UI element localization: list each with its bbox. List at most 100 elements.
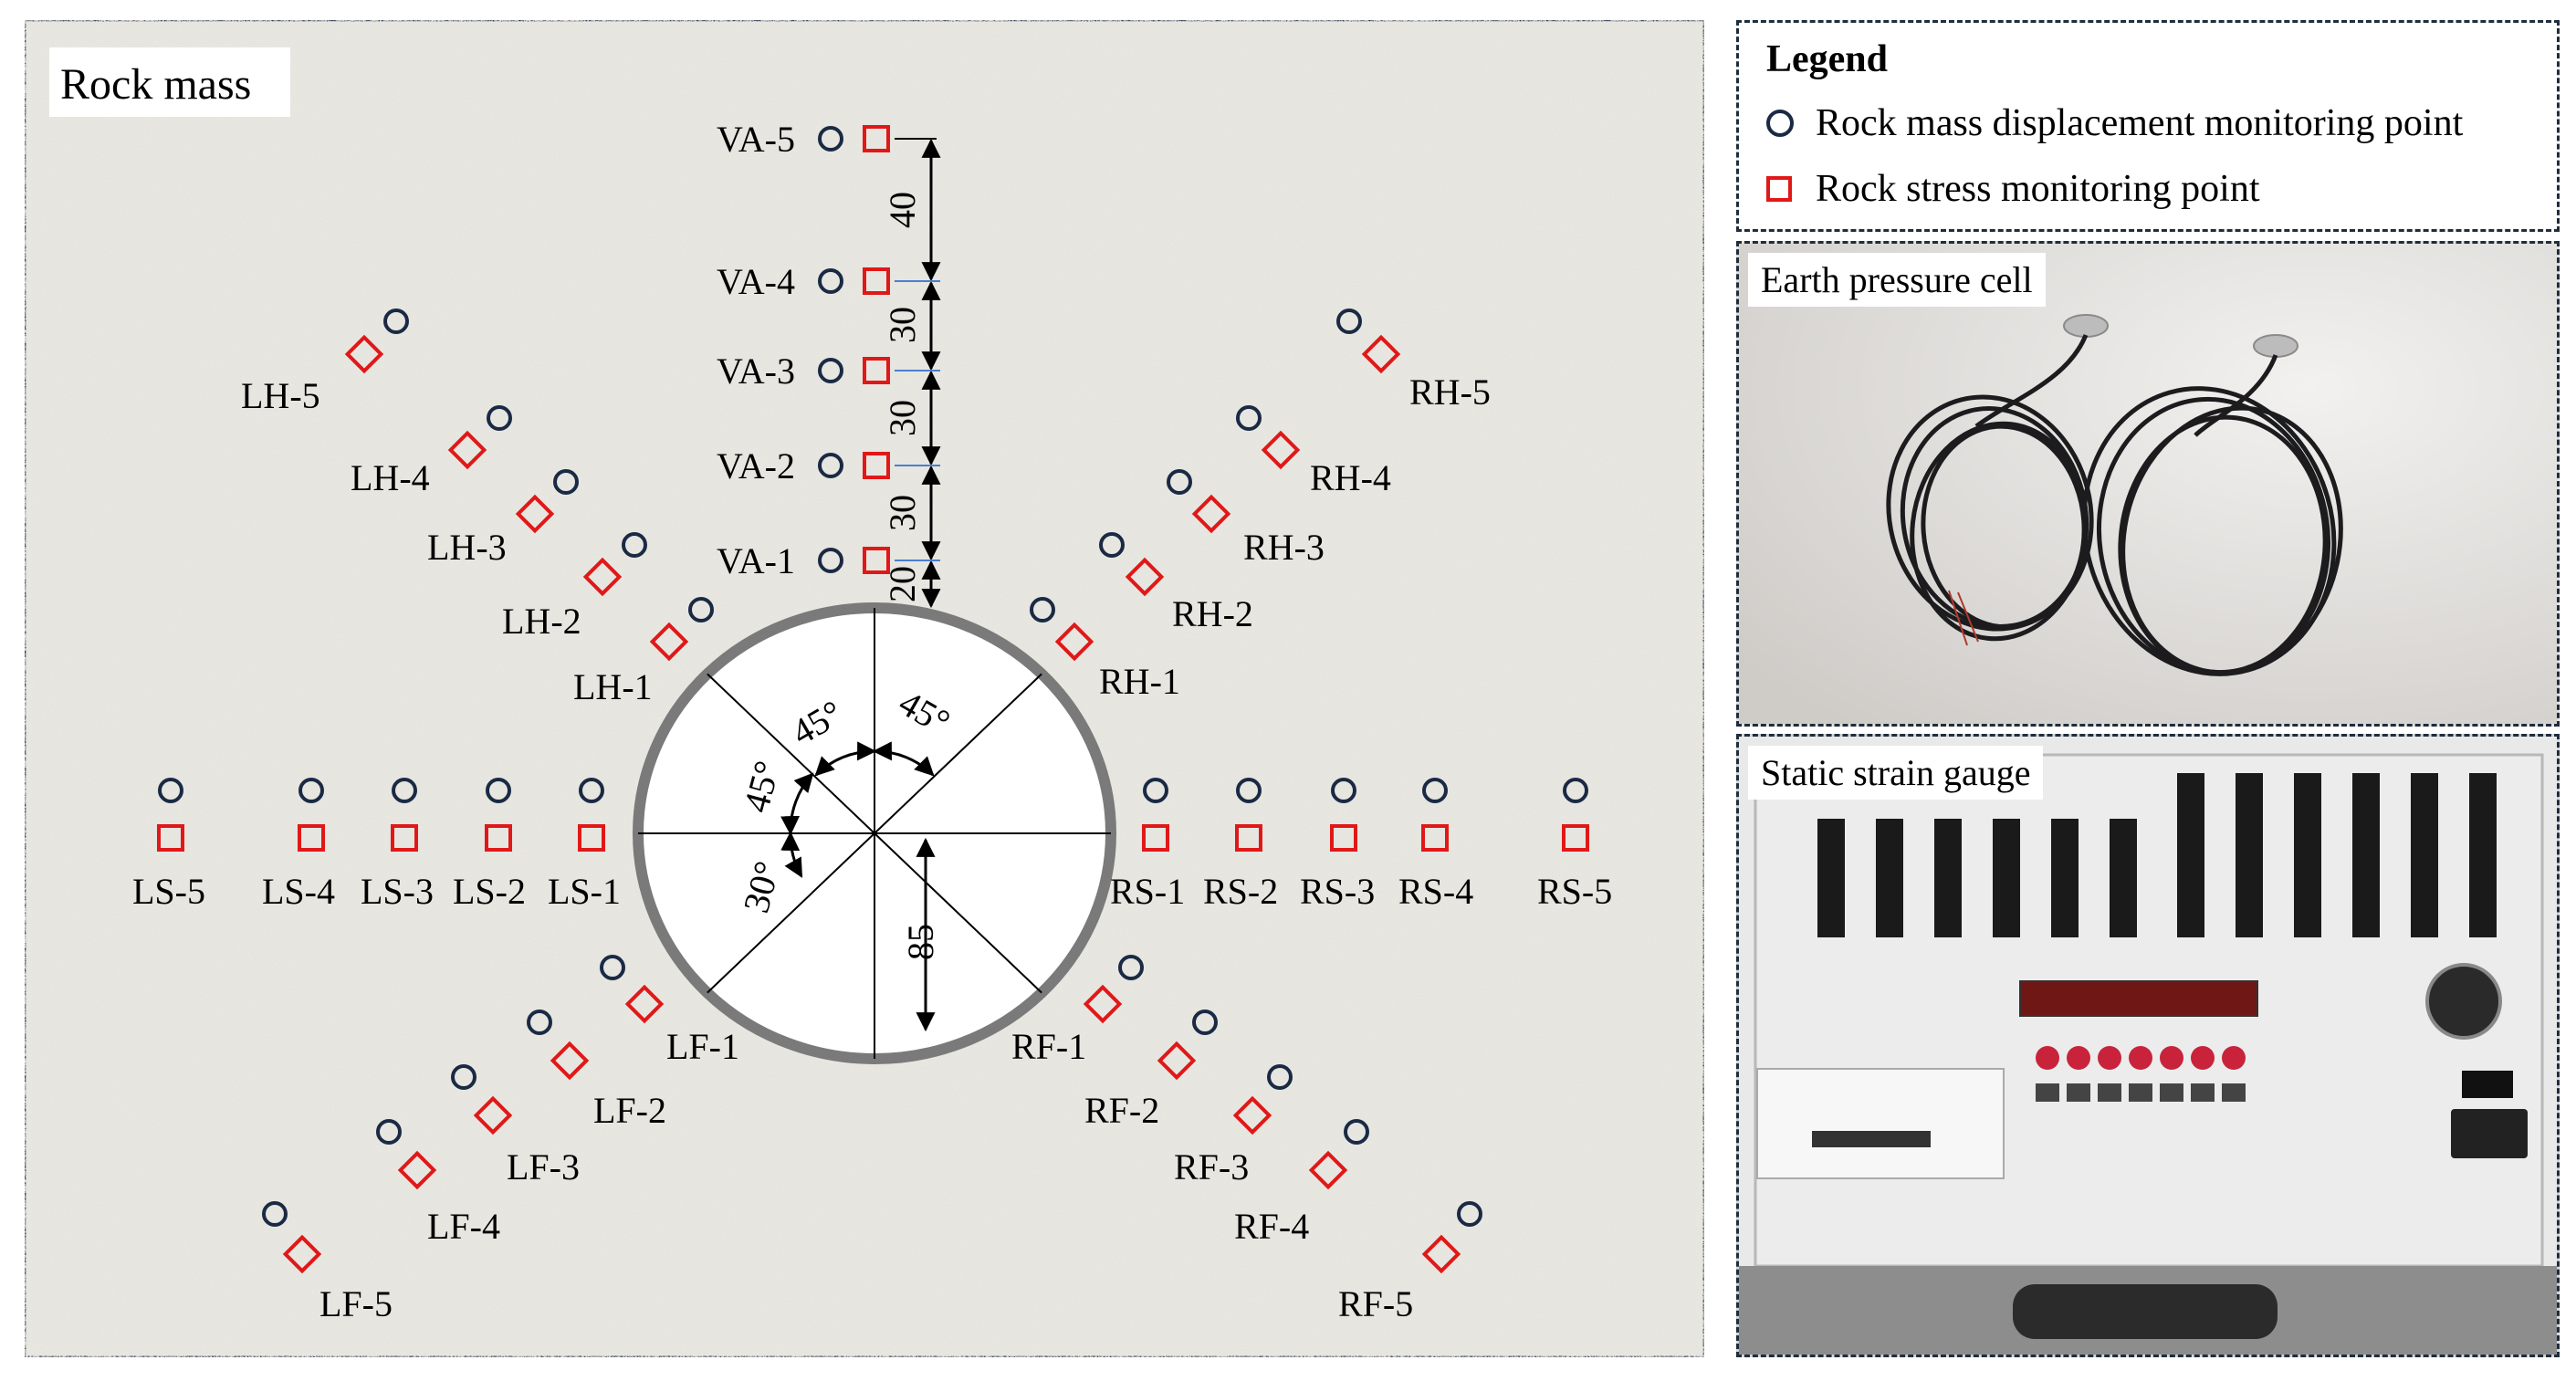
displacement-point-marker xyxy=(1344,1119,1369,1145)
dim-label-30b: 30 xyxy=(882,400,923,436)
monitoring-point-lh-5: LH-5 xyxy=(241,309,409,416)
monitoring-point-rs-1: RS-1 xyxy=(1110,778,1185,912)
point-label: RH-3 xyxy=(1243,527,1325,568)
point-label: VA-4 xyxy=(717,261,795,302)
point-label: LS-4 xyxy=(262,871,335,912)
point-label: LF-4 xyxy=(427,1206,500,1247)
point-label: LS-2 xyxy=(453,871,526,912)
point-label: RF-3 xyxy=(1174,1146,1249,1187)
monitoring-point-rh-1: RH-1 xyxy=(1030,597,1180,702)
point-label: RF-1 xyxy=(1011,1026,1086,1067)
tunnel-radial-line xyxy=(874,832,1042,994)
red-keypad xyxy=(2036,1046,2246,1102)
monitoring-point-rh-5: RH-5 xyxy=(1336,309,1491,413)
keypad-button xyxy=(2160,1046,2183,1070)
dimension-label-85: 85 xyxy=(900,924,941,960)
tunnel-section: 45° 45° 45° 30° 85 xyxy=(633,602,1116,1064)
monitoring-point-rh-3: RH-3 xyxy=(1167,469,1325,568)
displacement-point-marker xyxy=(451,1064,476,1090)
monitoring-point-rs-5: RS-5 xyxy=(1537,778,1612,912)
point-label: LS-3 xyxy=(361,871,434,912)
monitoring-point-ls-3: LS-3 xyxy=(361,778,434,912)
monitoring-point-va-1: VA-1 xyxy=(717,540,890,581)
point-label: LF-2 xyxy=(593,1090,666,1131)
displacement-point-marker xyxy=(487,405,512,431)
dim-label-30a: 30 xyxy=(882,307,923,343)
strain-gauge-illustration xyxy=(1739,737,2557,1355)
stress-point-marker xyxy=(550,1041,590,1081)
stress-point-marker xyxy=(1235,824,1262,852)
keypad-button xyxy=(2036,1046,2059,1070)
keypad-key xyxy=(2098,1083,2121,1102)
stress-point-marker xyxy=(391,824,418,852)
monitoring-point-ls-2: LS-2 xyxy=(453,778,526,912)
tunnel-radial-line xyxy=(707,832,875,994)
terminal-block xyxy=(2352,773,2380,937)
stress-point-marker xyxy=(582,557,623,597)
point-label: RS-4 xyxy=(1398,871,1473,912)
monitoring-point-rf-4: RF-4 xyxy=(1234,1119,1369,1247)
point-label: LH-3 xyxy=(427,527,507,568)
static-strain-gauge-photo: Static strain gauge xyxy=(1736,734,2560,1357)
pressure-cell-sensor-left xyxy=(2063,314,2109,338)
point-label: LS-5 xyxy=(132,871,205,912)
displacement-point-marker xyxy=(622,532,647,558)
displacement-point-marker xyxy=(1118,955,1144,980)
monitoring-point-rf-1: RF-1 xyxy=(1011,955,1144,1067)
monitoring-points: VA-1VA-2VA-3VA-4VA-5LH-1LH-2LH-3LH-4LH-5… xyxy=(132,119,1612,1324)
point-label: LH-2 xyxy=(502,601,581,642)
displacement-point-marker xyxy=(1563,778,1588,803)
displacement-point-marker xyxy=(1267,1064,1293,1090)
legend: Legend Rock mass displacement monitoring… xyxy=(1736,20,2560,232)
keypad-button xyxy=(2098,1046,2121,1070)
stress-point-marker xyxy=(397,1150,437,1190)
monitoring-point-va-2: VA-2 xyxy=(717,445,890,486)
stress-point-marker xyxy=(447,430,487,470)
monitoring-point-rh-4: RH-4 xyxy=(1236,405,1391,498)
monitoring-point-lh-4: LH-4 xyxy=(351,405,512,498)
terminal-blocks xyxy=(1817,773,2497,937)
point-label: LH-5 xyxy=(241,375,320,416)
displacement-point-marker xyxy=(298,778,324,803)
stress-point-marker xyxy=(298,824,325,852)
dim-label-40: 40 xyxy=(882,192,923,228)
point-label: RF-5 xyxy=(1338,1283,1413,1324)
point-label: RS-5 xyxy=(1537,871,1612,912)
terminal-block xyxy=(1993,819,2020,937)
stress-point-marker xyxy=(863,452,890,479)
keypad-key xyxy=(2067,1083,2090,1102)
displacement-point-marker xyxy=(392,778,417,803)
terminal-block xyxy=(1934,819,1962,937)
stress-point-marker xyxy=(1232,1095,1272,1135)
displacement-point-marker xyxy=(818,453,843,478)
keypad-button xyxy=(2191,1046,2215,1070)
displacement-point-marker xyxy=(1167,469,1192,495)
circle-marker-icon xyxy=(1766,110,1794,137)
displacement-point-marker xyxy=(818,548,843,573)
monitoring-point-lf-2: LF-2 xyxy=(527,1010,666,1131)
monitoring-point-ls-5: LS-5 xyxy=(132,778,205,912)
stress-point-marker xyxy=(1054,622,1094,662)
stress-point-marker xyxy=(1330,824,1357,852)
displacement-point-marker xyxy=(1143,778,1168,803)
square-marker-icon xyxy=(1766,176,1792,202)
point-label: LS-1 xyxy=(548,871,621,912)
stress-point-marker xyxy=(344,334,384,374)
displacement-point-marker xyxy=(486,778,511,803)
keypad-button xyxy=(2129,1046,2152,1070)
terminal-block xyxy=(2469,773,2497,937)
stress-point-marker xyxy=(1125,557,1165,597)
vertical-dimension-chain: 40 30 30 30 20 xyxy=(882,138,941,609)
stress-point-marker xyxy=(515,494,555,534)
rock-mass-title-bg xyxy=(49,47,290,117)
power-switch xyxy=(2462,1071,2513,1098)
terminal-block xyxy=(2294,773,2321,937)
point-label: LH-4 xyxy=(351,457,430,498)
keypad-key xyxy=(2129,1083,2152,1102)
keypad-button xyxy=(2067,1046,2090,1070)
monitoring-point-rf-5: RF-5 xyxy=(1338,1201,1482,1324)
monitoring-point-va-4: VA-4 xyxy=(717,261,890,302)
legend-title: Legend xyxy=(1766,38,1889,80)
terminal-block xyxy=(2411,773,2438,937)
